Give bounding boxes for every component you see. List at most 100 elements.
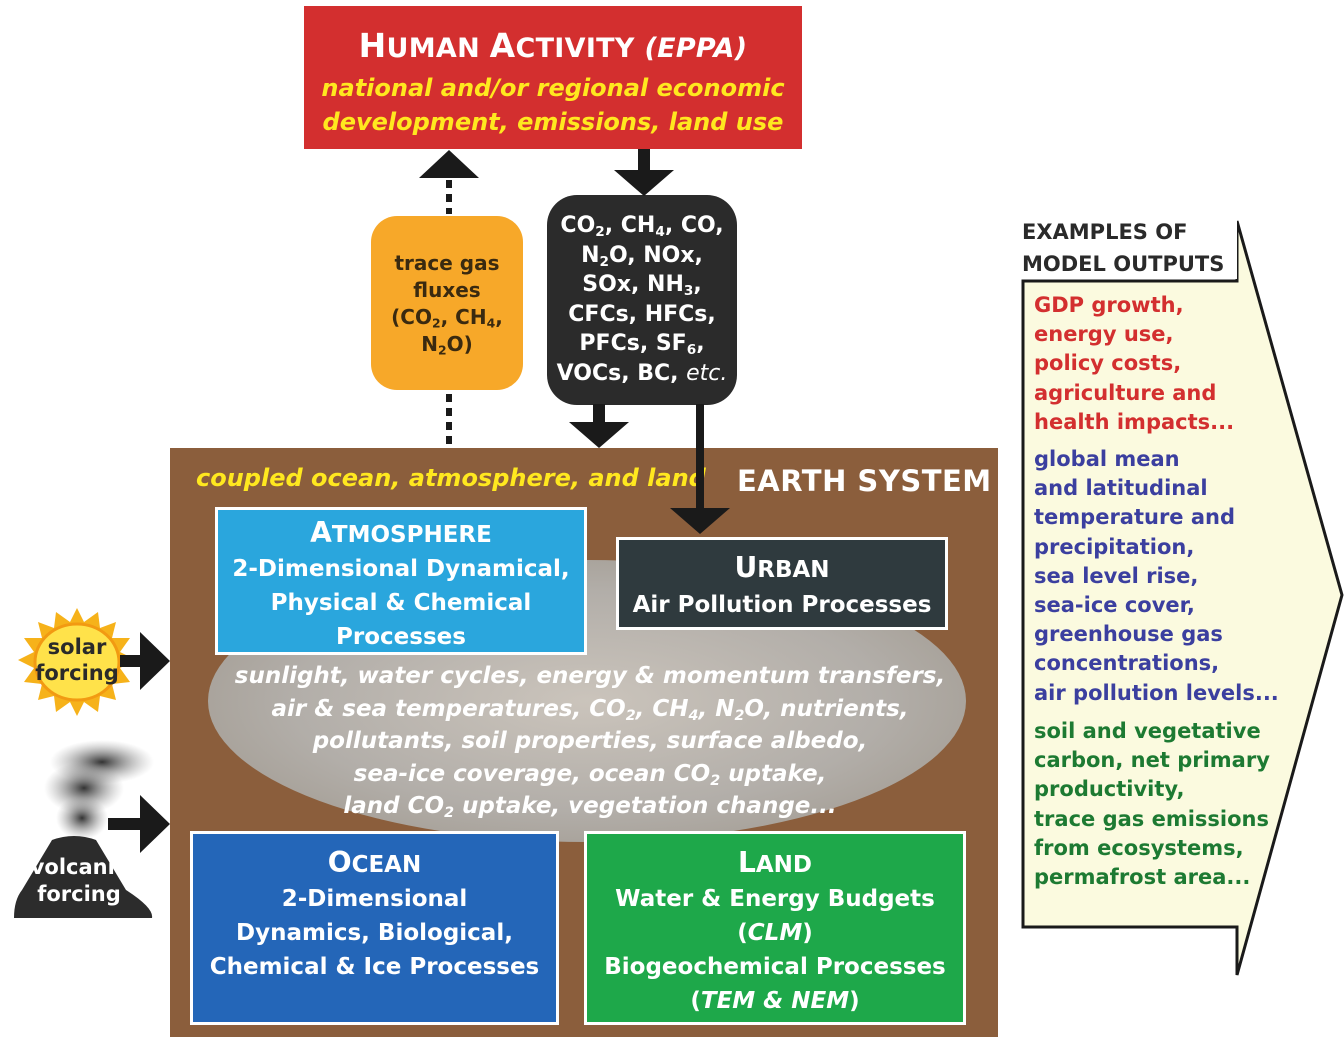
trace-gas-fluxes-box: trace gas fluxes (CO2, CH4, N2O) bbox=[371, 216, 523, 390]
output-item: global mean bbox=[1034, 447, 1180, 471]
urban-box: URBAN Air Pollution Processes bbox=[616, 537, 948, 630]
text: CO bbox=[560, 213, 596, 238]
emissions-to-earth-shaft bbox=[593, 404, 605, 424]
text: SOx, NH bbox=[582, 272, 684, 297]
text: air & sea temperatures, CO bbox=[271, 695, 626, 722]
trace-gas-line: (CO2, CH4, bbox=[371, 304, 523, 331]
subscript: 2 bbox=[625, 707, 636, 724]
output-item: concentrations, bbox=[1034, 651, 1220, 676]
ocean-line: 2-Dimensional bbox=[281, 886, 468, 912]
text: , N bbox=[698, 695, 735, 722]
text: , CO, bbox=[664, 213, 724, 238]
emissions-line: PFCs, SF6, bbox=[547, 329, 737, 359]
emissions-to-earth-arrowhead bbox=[569, 422, 629, 448]
subscript: 6 bbox=[686, 341, 697, 358]
earth-system-title: EARTH SYSTEM bbox=[737, 464, 992, 498]
output-item: and latitudinal bbox=[1034, 476, 1208, 501]
coupling-line: sea-ice coverage, ocean CO2 uptake, bbox=[210, 758, 970, 791]
subscript: 2 bbox=[431, 315, 441, 331]
output-item: sea-ice cover, bbox=[1034, 593, 1195, 618]
text: N bbox=[421, 332, 438, 356]
subscript: 3 bbox=[683, 282, 694, 299]
model-outputs-arrow bbox=[1017, 215, 1344, 976]
coupling-variables-text: sunlight, water cycles, energy & momentu… bbox=[210, 660, 970, 823]
output-item: GDP growth, bbox=[1034, 293, 1184, 317]
label-line: volcanic bbox=[30, 855, 128, 879]
output-item: energy use, bbox=[1034, 322, 1174, 347]
climate-outputs-list: global mean and latitudinal temperature … bbox=[1034, 445, 1279, 708]
text: , bbox=[693, 272, 702, 297]
subscript: 4 bbox=[486, 315, 496, 331]
text: (CO bbox=[391, 305, 432, 329]
coupling-line: pollutants, soil properties, surface alb… bbox=[312, 728, 868, 754]
emissions-line: N2O, NOx, bbox=[547, 241, 737, 271]
title-rest: RBAN bbox=[757, 557, 830, 583]
volcano-cone bbox=[14, 836, 153, 918]
text: O) bbox=[446, 332, 473, 356]
title-rest: UMAN bbox=[386, 33, 490, 64]
coupling-line: air & sea temperatures, CO2, CH4, N2O, n… bbox=[210, 693, 970, 726]
volcano-icon bbox=[14, 740, 154, 918]
human-activity-title: HUMAN ACTIVITY (EPPA) bbox=[304, 26, 802, 65]
title-initial: A bbox=[489, 26, 516, 65]
coupled-label: coupled ocean, atmosphere, and land bbox=[196, 464, 706, 492]
atmosphere-box: ATMOSPHERE 2-Dimensional Dynamical, Phys… bbox=[215, 507, 587, 655]
outputs-heading: EXAMPLES OF MODEL OUTPUTS bbox=[1022, 216, 1224, 280]
human-activity-description: national and/or regional economic develo… bbox=[304, 71, 802, 139]
text: PFCs, SF bbox=[579, 331, 687, 356]
output-item: sea level rise, bbox=[1034, 563, 1199, 588]
emissions-box: CO2, CH4, CO, N2O, NOx, SOx, NH3, CFCs, … bbox=[547, 195, 737, 405]
text: VOCs, BC, bbox=[556, 360, 687, 386]
description-line: development, emissions, land use bbox=[322, 108, 784, 136]
ocean-box: OCEAN 2-Dimensional Dynamics, Biological… bbox=[190, 831, 559, 1025]
output-item: health impacts... bbox=[1034, 409, 1235, 434]
land-line: Water & Energy Budgets bbox=[615, 886, 935, 912]
subscript: 2 bbox=[599, 253, 609, 270]
land-line: (CLM) bbox=[587, 916, 963, 950]
trace-gas-line: trace gas bbox=[394, 251, 500, 275]
ocean-title: OCEAN bbox=[193, 846, 556, 882]
smoke-plume bbox=[56, 796, 108, 840]
text: O, nutrients, bbox=[744, 695, 909, 722]
emissions-line: VOCs, BC, etc. bbox=[547, 359, 737, 389]
output-item: precipitation, bbox=[1034, 534, 1195, 559]
text: O, NOx, bbox=[609, 242, 703, 268]
text: ) bbox=[802, 920, 813, 946]
title-rest: TMOSPHERE bbox=[331, 522, 492, 548]
text: , bbox=[495, 305, 503, 329]
solar-arrowhead bbox=[140, 632, 170, 690]
subscript: 2 bbox=[710, 772, 721, 789]
title-rest: CTIVITY bbox=[515, 33, 645, 64]
land-line: Biogeochemical Processes bbox=[604, 954, 946, 980]
text: , CH bbox=[635, 695, 689, 722]
text: TEM & NEM bbox=[700, 988, 850, 1014]
title-initial: O bbox=[327, 846, 352, 879]
subscript: 4 bbox=[655, 223, 665, 240]
smoke-plume bbox=[44, 762, 124, 814]
title-initial: A bbox=[310, 516, 332, 549]
title-rest: CEAN bbox=[351, 852, 422, 878]
output-item: trace gas emissions bbox=[1034, 806, 1269, 831]
urban-line: Air Pollution Processes bbox=[632, 592, 932, 618]
emissions-line: SOx, NH3, bbox=[547, 270, 737, 300]
emissions-line: CO2, CH4, CO, bbox=[547, 211, 737, 241]
volcanic-forcing-label: volcanic forcing bbox=[24, 854, 134, 908]
text: N bbox=[581, 242, 600, 268]
output-item: soil and vegetative bbox=[1034, 719, 1261, 743]
title-rest: AND bbox=[755, 852, 813, 878]
text: , bbox=[696, 331, 705, 356]
atmosphere-line: Processes bbox=[336, 624, 466, 650]
trace-gas-line: fluxes bbox=[413, 278, 481, 302]
description-line: national and/or regional economic bbox=[321, 74, 785, 102]
label-line: solar bbox=[47, 635, 107, 659]
land-box: LAND Water & Energy Budgets (CLM) Biogeo… bbox=[584, 831, 966, 1025]
human-to-emissions-shaft bbox=[638, 149, 650, 171]
text: ) bbox=[849, 988, 860, 1014]
heading-line: MODEL OUTPUTS bbox=[1022, 252, 1225, 276]
model-name: (EPPA) bbox=[644, 33, 748, 64]
outputs-heading-bg bbox=[1017, 215, 1237, 279]
subscript: 2 bbox=[444, 804, 454, 821]
text: , CH bbox=[440, 305, 487, 329]
ocean-line: Chemical & Ice Processes bbox=[209, 954, 540, 980]
sun-icon bbox=[18, 608, 136, 716]
